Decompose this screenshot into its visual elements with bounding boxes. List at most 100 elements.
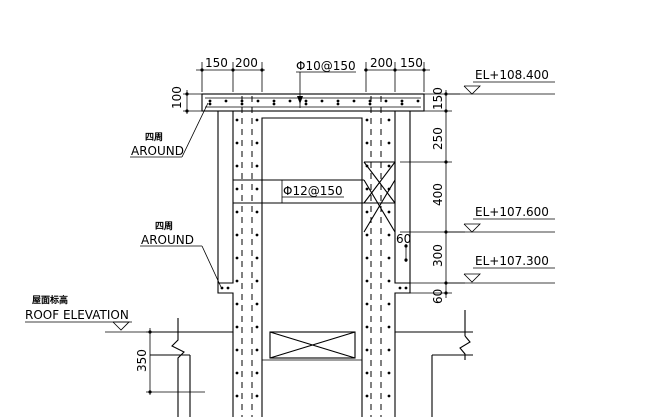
roof-en-label: ROOF ELEVATION (25, 308, 129, 322)
rebar-dot (365, 256, 369, 260)
rebar-dot (255, 118, 259, 122)
rebar-dot (255, 302, 259, 306)
rebar-dot (226, 286, 230, 290)
rebar-dot (235, 256, 239, 260)
rebar-dot (255, 233, 259, 237)
elevation-marker-3: EL+107.300 (448, 254, 555, 284)
rebar-dot (220, 286, 224, 290)
dim-right-150: 150 (431, 87, 445, 110)
rebar-dot (365, 325, 369, 329)
rebar-dot (272, 102, 276, 106)
rebar-dot (255, 279, 259, 283)
dim-right-400: 400 (431, 183, 445, 206)
rebar-dot (387, 279, 391, 283)
elevation-marker-2: EL+107.600 (448, 205, 555, 233)
rebar-dot (387, 141, 391, 145)
rebar-dot (255, 394, 259, 398)
rebar-dot (365, 348, 369, 352)
rebar-dot (208, 99, 212, 103)
elevation-3: EL+107.300 (475, 254, 549, 268)
rebar-dot (365, 302, 369, 306)
around-en-1: AROUND (131, 144, 184, 158)
dim-top-left-150: 150 (205, 56, 228, 70)
elevation-1: EL+108.400 (475, 68, 549, 82)
slab-rebar-dots (208, 99, 420, 106)
top-slab (201, 93, 425, 112)
roof-cn-label: 屋面标高 (32, 294, 68, 306)
rebar-dot (352, 99, 356, 103)
dim-right-60: 60 (431, 289, 445, 304)
rebar-dot (387, 302, 391, 306)
rebar-dot (235, 394, 239, 398)
rebar-dot (336, 102, 340, 106)
rebar-dot (255, 187, 259, 191)
rebar-dot (235, 210, 239, 214)
around-label-2: 四周 AROUND (140, 221, 222, 288)
rebar-dot (235, 141, 239, 145)
slab-thickness-dim: 100 (170, 86, 202, 114)
rebar-top-label: Φ10@150 (296, 59, 356, 73)
rebar-dot (365, 371, 369, 375)
rebar-dot (365, 164, 369, 168)
rebar-dot (400, 102, 404, 106)
roof-elevation-marker: 屋面标高 ROOF ELEVATION (25, 294, 152, 333)
top-dimensions: 150 200 200 150 (196, 56, 430, 92)
rebar-dot (235, 164, 239, 168)
rebar-dot (368, 102, 372, 106)
rebar-dot (400, 99, 404, 103)
rebar-dot (235, 187, 239, 191)
dim-inner-60: 60 (396, 232, 411, 246)
rebar-dot (304, 99, 308, 103)
rebar-dot (365, 187, 369, 191)
rebar-dot (255, 325, 259, 329)
dim-left-350: 350 (135, 349, 149, 372)
dim-top-left-200: 200 (235, 56, 258, 70)
rebar-mid-callout: Φ12@150 (281, 180, 344, 203)
rebar-dot (288, 99, 292, 103)
dim-right-300: 300 (431, 244, 445, 267)
rebar-dot (240, 102, 244, 106)
rebar-dot (235, 279, 239, 283)
rebar-dot (398, 286, 402, 290)
left-350-dim: 350 (135, 328, 205, 395)
rebar-dot (304, 102, 308, 106)
rebar-dot (224, 99, 228, 103)
rebar-dot (365, 118, 369, 122)
dim-right-250: 250 (431, 127, 445, 150)
rebar-dot (365, 394, 369, 398)
rebar-dot (336, 99, 340, 103)
around-label-1: 四周 AROUND (130, 102, 209, 158)
rebar-dot (416, 99, 420, 103)
rebar-dot (365, 279, 369, 283)
elevation-2: EL+107.600 (475, 205, 549, 219)
right-wall (370, 96, 473, 417)
rebar-dot (387, 325, 391, 329)
rebar-dot (272, 99, 276, 103)
around-cn-1: 四周 (145, 132, 163, 143)
rebar-dot (255, 348, 259, 352)
rebar-dot (255, 210, 259, 214)
rebar-dot (387, 187, 391, 191)
rebar-dot (235, 348, 239, 352)
rebar-dot (255, 164, 259, 168)
dim-top-right-200: 200 (370, 56, 393, 70)
dim-top-right-150: 150 (400, 56, 423, 70)
rebar-dot (255, 256, 259, 260)
around-en-2: AROUND (141, 233, 194, 247)
rebar-dot (255, 371, 259, 375)
rebar-dot (255, 141, 259, 145)
rebar-dot (387, 210, 391, 214)
left-wall (150, 96, 253, 417)
rebar-dot (365, 233, 369, 237)
rebar-dot (256, 99, 260, 103)
rebar-dot (384, 99, 388, 103)
dim-slab-100: 100 (170, 86, 184, 109)
rebar-dot (404, 286, 408, 290)
wall-rebar-dots (220, 118, 408, 398)
rebar-dot (387, 394, 391, 398)
rebar-dot (387, 233, 391, 237)
rebar-dot (235, 302, 239, 306)
rebar-dot (365, 141, 369, 145)
